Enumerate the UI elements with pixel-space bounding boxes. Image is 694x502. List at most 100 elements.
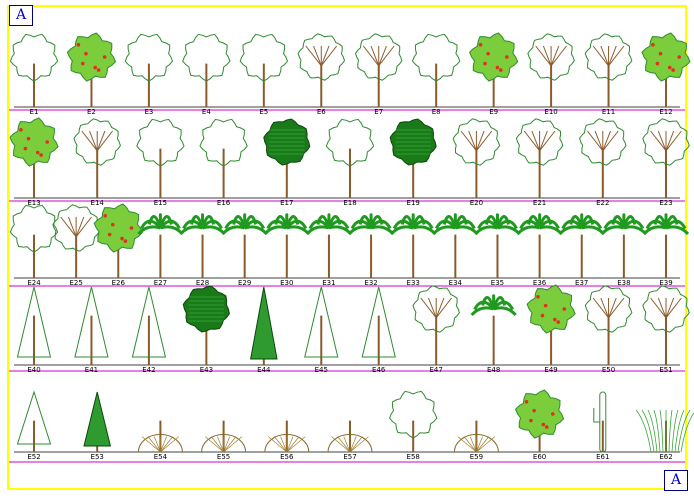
tree-label: E2 <box>87 108 96 116</box>
tree-symbols <box>9 32 694 453</box>
tree-label: E10 <box>544 108 557 116</box>
tree-label: E33 <box>407 279 420 287</box>
tree-symbol <box>182 285 230 365</box>
tree-label: E27 <box>154 279 167 287</box>
sheet-frame <box>7 5 687 490</box>
tree-symbol <box>325 118 375 198</box>
tree-symbol <box>411 33 461 107</box>
tree-symbol <box>137 420 183 453</box>
tree-label: E51 <box>659 366 672 374</box>
tree-symbol <box>327 420 373 453</box>
tree-symbol <box>263 118 311 198</box>
tree-symbol <box>136 118 185 198</box>
layout-tab-bar[interactable] <box>0 494 694 502</box>
tree-label: E39 <box>659 279 672 287</box>
tree-label: E15 <box>154 199 167 207</box>
sheet-label-bottom-right: A <box>664 470 688 491</box>
tree-label: E37 <box>575 279 588 287</box>
tree-symbol <box>66 32 117 107</box>
tree-label: E57 <box>343 453 356 461</box>
tree-label: E26 <box>112 279 126 287</box>
tree-label: E5 <box>259 108 268 116</box>
ground-lines <box>14 106 680 453</box>
tree-label: E19 <box>407 199 420 207</box>
tree-symbol <box>432 213 479 278</box>
tree-symbol <box>558 213 605 278</box>
tree-symbol <box>297 33 346 107</box>
tree-symbol <box>641 32 691 107</box>
tree-label: E25 <box>69 279 82 287</box>
tree-label: E30 <box>280 279 293 287</box>
tree-label: E43 <box>200 366 213 374</box>
tree-label: E61 <box>596 453 609 461</box>
tree-label: E13 <box>27 199 40 207</box>
tree-symbol <box>263 213 310 278</box>
tree-label: E17 <box>280 199 293 207</box>
tree-label: E4 <box>202 108 211 116</box>
tree-label: E20 <box>470 199 483 207</box>
tree-label: E46 <box>372 366 386 374</box>
tree-symbol <box>584 285 633 365</box>
tree-label: E53 <box>91 453 104 461</box>
tree-symbol <box>182 33 231 107</box>
tree-symbol <box>305 213 353 278</box>
tree-symbol <box>199 118 248 198</box>
tree-label: E6 <box>317 108 326 116</box>
tree-label: E32 <box>364 279 377 287</box>
tree-label: E36 <box>533 279 547 287</box>
tree-symbol <box>600 213 647 278</box>
tree-symbol <box>9 33 59 107</box>
tree-label: E40 <box>27 366 40 374</box>
tree-label: E60 <box>533 453 546 461</box>
tree-symbol <box>304 286 339 365</box>
tree-label: E44 <box>257 366 271 374</box>
tree-symbol <box>221 213 268 278</box>
tree-symbol <box>389 118 437 198</box>
tree-symbol <box>264 420 310 453</box>
tree-symbol <box>250 286 278 365</box>
sheet-label-top-left: A <box>9 5 33 26</box>
tree-label: E45 <box>315 366 328 374</box>
tree-label: E28 <box>196 279 209 287</box>
tree-symbol <box>526 284 576 365</box>
tree-label: E11 <box>602 108 615 116</box>
tree-symbol <box>389 390 438 452</box>
tree-symbol <box>9 117 59 198</box>
tree-label: E34 <box>449 279 463 287</box>
tree-label: E21 <box>533 199 546 207</box>
tree-label: E9 <box>489 108 498 116</box>
tree-symbol <box>347 213 395 278</box>
tree-symbol <box>516 213 563 278</box>
tree-label: E50 <box>602 366 615 374</box>
tree-label: E42 <box>142 366 155 374</box>
tree-label: E55 <box>217 453 230 461</box>
tree-label: E48 <box>487 366 500 374</box>
tree-symbol <box>390 213 437 278</box>
tree-label: E49 <box>544 366 557 374</box>
tree-symbol <box>83 391 112 452</box>
tree-label: E31 <box>322 279 335 287</box>
tree-label: E7 <box>374 108 383 116</box>
tree-label: E59 <box>470 453 483 461</box>
tree-symbol <box>179 213 226 278</box>
tree-symbol <box>239 33 289 107</box>
tree-label: E12 <box>659 108 672 116</box>
tree-symbol <box>593 391 607 453</box>
tree-label: E47 <box>430 366 443 374</box>
tree-label: E3 <box>144 108 153 116</box>
tree-symbol <box>137 213 184 278</box>
tree-symbol <box>584 33 633 107</box>
tree-symbol <box>469 32 519 107</box>
tree-symbol <box>16 286 52 365</box>
tree-symbol <box>412 285 460 365</box>
tree-symbol <box>470 294 517 365</box>
tree-label: E24 <box>27 279 41 287</box>
tree-label: E35 <box>491 279 504 287</box>
tree-symbol <box>201 420 247 453</box>
tree-symbol <box>642 213 690 278</box>
tree-symbol <box>635 409 694 453</box>
tree-label: E16 <box>217 199 231 207</box>
tree-symbol <box>361 286 396 365</box>
